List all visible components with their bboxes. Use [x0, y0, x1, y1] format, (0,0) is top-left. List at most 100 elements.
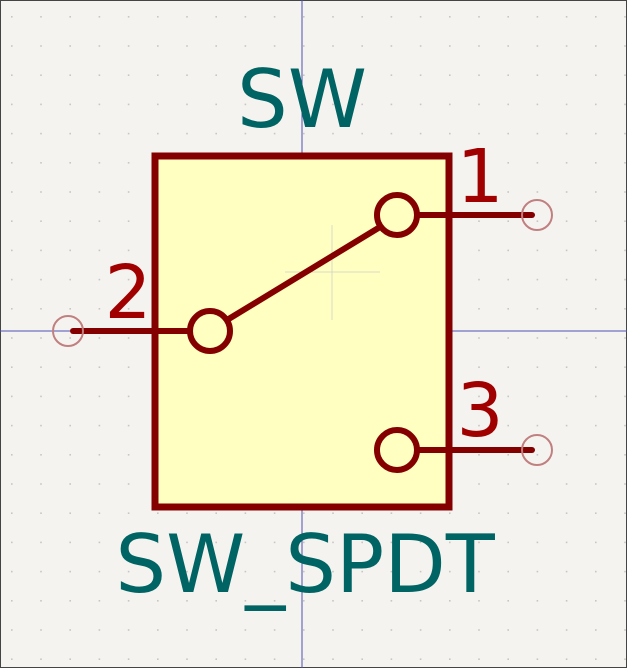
- grid-dot: [595, 278, 597, 281]
- grid-dot: [69, 424, 71, 427]
- reference-field[interactable]: SW: [237, 53, 367, 146]
- pin-1-number: 1: [456, 134, 503, 220]
- pin-3-end-circle[interactable]: [521, 434, 553, 466]
- grid-dot: [157, 103, 159, 106]
- grid-dot: [244, 541, 247, 544]
- grid-dot: [624, 278, 626, 281]
- grid-dot: [595, 483, 597, 485]
- grid-dot: [390, 658, 393, 660]
- grid-dot: [40, 512, 42, 514]
- grid-dot: [478, 249, 480, 252]
- grid-dot: [536, 395, 539, 398]
- grid-dot: [273, 570, 276, 573]
- grid-dot: [98, 220, 101, 222]
- grid-dot: [273, 512, 276, 514]
- pin-2-end-circle[interactable]: [52, 315, 84, 347]
- grid-dot: [11, 103, 13, 106]
- grid-dot: [478, 220, 480, 222]
- grid-dot: [69, 454, 71, 456]
- grid-dot: [536, 658, 539, 660]
- grid-dot: [536, 220, 539, 222]
- grid-dot: [186, 629, 188, 631]
- grid-dot: [69, 512, 71, 514]
- grid-dot: [69, 629, 71, 631]
- grid-dot: [98, 103, 101, 106]
- grid-dot: [565, 308, 568, 310]
- grid-dot: [11, 512, 13, 514]
- grid-dot: [565, 629, 568, 631]
- grid-dot: [595, 454, 597, 456]
- grid-dot: [11, 658, 13, 660]
- grid-dot: [595, 570, 597, 573]
- grid-dot: [507, 570, 509, 573]
- grid-dot: [127, 103, 130, 106]
- grid-dot: [507, 366, 509, 368]
- value-field[interactable]: SW_SPDT: [115, 518, 496, 611]
- grid-dot: [624, 162, 626, 164]
- grid-dot: [11, 162, 13, 164]
- grid-dot: [69, 45, 71, 47]
- grid-dot: [273, 629, 276, 631]
- grid-dot: [69, 600, 71, 602]
- grid-dot: [186, 16, 188, 18]
- pin-1-end-circle[interactable]: [521, 199, 553, 231]
- grid-dot: [536, 570, 539, 573]
- grid-dot: [624, 337, 626, 339]
- grid-dot: [157, 658, 159, 660]
- grid-dot: [595, 629, 597, 631]
- grid-dot: [595, 16, 597, 18]
- grid-dot: [507, 249, 509, 252]
- grid-dot: [127, 366, 130, 368]
- grid-dot: [449, 103, 451, 106]
- grid-dot: [332, 16, 334, 18]
- grid-dot: [507, 424, 509, 427]
- grid-dot: [419, 570, 422, 573]
- grid-dot: [595, 600, 597, 602]
- grid-dot: [565, 191, 568, 193]
- grid-dot: [40, 308, 42, 310]
- grid-dot: [98, 629, 101, 631]
- grid-dot: [595, 366, 597, 368]
- grid-dot: [624, 132, 626, 135]
- grid-dot: [11, 45, 13, 47]
- grid-dot: [478, 132, 480, 135]
- grid-dot: [98, 483, 101, 485]
- grid-dot: [157, 16, 159, 18]
- grid-dot: [69, 278, 71, 281]
- grid-dot: [244, 103, 247, 106]
- grid-dot: [624, 249, 626, 252]
- grid-dot: [40, 103, 42, 106]
- grid-dot: [303, 103, 305, 106]
- grid-dot: [565, 74, 568, 76]
- grid-dot: [419, 103, 422, 106]
- grid-dot: [595, 541, 597, 544]
- grid-dot: [127, 220, 130, 222]
- grid-dot: [332, 541, 334, 544]
- grid-dot: [186, 74, 188, 76]
- grid-dot: [595, 395, 597, 398]
- grid-dot: [98, 74, 101, 76]
- grid-dot: [507, 600, 509, 602]
- grid-dot: [478, 45, 480, 47]
- grid-dot: [157, 570, 159, 573]
- grid-dot: [478, 337, 480, 339]
- grid-dot: [98, 658, 101, 660]
- contact-common-circle: [187, 308, 233, 354]
- grid-dot: [624, 395, 626, 398]
- grid-dot: [215, 570, 217, 573]
- grid-dot: [624, 103, 626, 106]
- grid-dot: [536, 132, 539, 135]
- grid-dot: [507, 454, 509, 456]
- grid-dot: [11, 570, 13, 573]
- grid-dot: [40, 278, 42, 281]
- grid-dot: [449, 132, 451, 135]
- grid-dot: [332, 103, 334, 106]
- grid-dot: [624, 600, 626, 602]
- grid-dot: [69, 220, 71, 222]
- grid-dot: [215, 45, 217, 47]
- grid-dot: [98, 366, 101, 368]
- grid-dot: [565, 337, 568, 339]
- grid-dot: [478, 308, 480, 310]
- grid-dot: [98, 395, 101, 398]
- grid-dot: [273, 541, 276, 544]
